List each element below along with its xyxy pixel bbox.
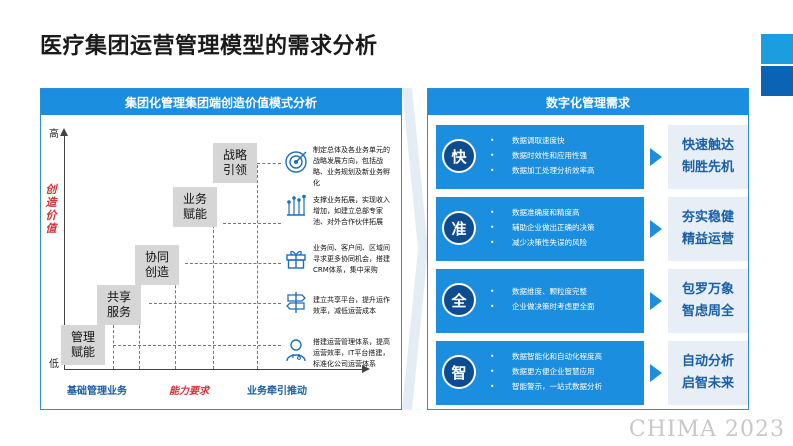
stair-label-line: 战略 — [222, 148, 247, 162]
value-model-header: 集团化管理集团端创造价值模式分析 — [41, 89, 401, 115]
demand-box: 准 数据准确度和精度高 辅助企业做出正确的决策 减少决策性失误的风险 — [436, 197, 644, 261]
demand-badge: 全 — [442, 283, 476, 317]
demand-box: 快 数据调取速度快 数据时效性和应用性强 数据加工处理分析效率高 — [436, 125, 644, 189]
dashed-guide — [149, 303, 281, 304]
bullet-item: 数据加工处理分析效率高 — [490, 163, 595, 178]
item-description: 建立共享平台，提升运作效率，减低运营成本 — [313, 296, 390, 315]
bullet-item: 减少决策性失误的风险 — [490, 235, 595, 250]
bullet-item: 数据更方便企业智慧应用 — [490, 364, 602, 379]
demand-box: 全 数据维度、颗粒度完整 企业做决策时考虑更全面 — [436, 269, 644, 333]
dashed-divider — [213, 205, 214, 369]
bullet-item: 数据维度、颗粒度完整 — [490, 284, 595, 299]
item-description: 搭建运营管理体系，提高运营效率，IT平台搭建，标准化公司运营体系 — [313, 338, 390, 368]
page-title: 医疗集团运营管理模型的需求分析 — [40, 34, 378, 59]
demand-bullets: 数据智能化和自动化程度高 数据更方便企业智慧应用 智能警示，一站式数据分析 — [490, 349, 602, 394]
result-line: 包罗万象 — [681, 282, 734, 297]
stair-strategic-leadership: 战略引领 — [213, 143, 257, 183]
y-axis-title: 创造价值 — [45, 183, 57, 235]
item-description: 业务间、客户间、区域间寻求更多协同机会，搭建CRM体系，集中采购 — [313, 244, 390, 274]
y-axis-low-label: 低 — [49, 359, 59, 370]
digital-demand-panel: 数字化管理需求 快 数据调取速度快 数据时效性和应用性强 数据加工处理分析效率高… — [427, 88, 749, 410]
gift-icon — [283, 245, 309, 271]
result-line: 精益运营 — [681, 232, 734, 247]
stair-label-line: 引领 — [222, 163, 247, 177]
signpost-icon — [283, 289, 309, 315]
demand-badge: 准 — [442, 211, 476, 245]
demand-bullets: 数据调取速度快 数据时效性和应用性强 数据加工处理分析效率高 — [490, 133, 595, 178]
bullet-item: 数据调取速度快 — [490, 133, 595, 148]
result-box: 包罗万象 智虑周全 — [668, 269, 748, 333]
stair-label-line: 管理 — [70, 330, 95, 344]
value-model-panel: 集团化管理集团端创造价值模式分析 高 低 创造价值 基础管理业务 能力要求 业务… — [40, 88, 402, 410]
stair-management-empowerment: 管理赋能 — [61, 325, 105, 365]
demand-bullets: 数据准确度和精度高 辅助企业做出正确的决策 减少决策性失误的风险 — [490, 205, 595, 250]
bullet-item: 智能警示，一站式数据分析 — [490, 379, 602, 394]
digital-demand-header: 数字化管理需求 — [428, 89, 748, 115]
stair-label-line: 共享 — [106, 290, 131, 304]
item-description: 制定总体及各业务单元的战略发展方向，包括战略、业务规划及新业务孵化 — [313, 146, 390, 187]
result-box: 自动分析 启智未来 — [668, 341, 748, 405]
stair-label-line: 业务 — [182, 192, 207, 206]
target-icon — [283, 149, 309, 175]
demand-row-accurate: 准 数据准确度和精度高 辅助企业做出正确的决策 减少决策性失误的风险 夯实稳健 … — [436, 197, 748, 261]
stair-business-empowerment: 业务赋能 — [173, 187, 217, 227]
result-line: 夯实稳健 — [681, 210, 734, 225]
demand-row-fast: 快 数据调取速度快 数据时效性和应用性强 数据加工处理分析效率高 快速触达 制胜… — [436, 125, 748, 189]
y-axis — [60, 128, 68, 369]
bullet-item: 辅助企业做出正确的决策 — [490, 220, 595, 235]
arrow-right-icon — [650, 364, 662, 382]
demand-badge: 智 — [442, 355, 476, 389]
x-axis — [64, 365, 370, 373]
doctor-icon — [283, 337, 309, 363]
arrow-right-icon — [650, 220, 662, 238]
result-line: 制胜先机 — [681, 160, 734, 175]
item-description: 支撑业务拓展，实现收入增加，如建立总部专家池、对外合作伙伴拓展 — [313, 196, 390, 226]
arrow-right-icon — [650, 148, 662, 166]
result-box: 快速触达 制胜先机 — [668, 125, 748, 189]
result-box: 夯实稳健 精益运营 — [668, 197, 748, 261]
stair-shared-service: 共享服务 — [97, 285, 141, 325]
bullet-item: 数据时效性和应用性强 — [490, 148, 595, 163]
result-line: 启智未来 — [681, 376, 734, 391]
demand-row-complete: 全 数据维度、颗粒度完整 企业做决策时考虑更全面 包罗万象 智虑周全 — [436, 269, 748, 333]
side-tab-dark — [761, 66, 793, 96]
dashed-guide — [223, 223, 281, 224]
dashed-divider — [257, 165, 258, 369]
stair-label-line: 赋能 — [182, 207, 207, 221]
result-line: 自动分析 — [681, 354, 734, 369]
side-tab-light — [761, 34, 793, 64]
dashed-guide — [113, 345, 281, 346]
result-line: 快速触达 — [681, 138, 734, 153]
dashed-divider — [139, 285, 140, 369]
x-label-basic: 基础管理业务 — [67, 386, 127, 397]
x-label-business-driven: 业务牵引推动 — [247, 386, 307, 397]
stair-label-line: 服务 — [106, 305, 131, 319]
dashed-divider — [113, 325, 114, 369]
watermark: CHIMA 2023 — [628, 417, 785, 442]
demand-box: 智 数据智能化和自动化程度高 数据更方便企业智慧应用 智能警示，一站式数据分析 — [436, 341, 644, 405]
stair-label-line: 协同 — [144, 250, 169, 264]
stair-label-line: 赋能 — [70, 345, 95, 359]
chevron-right-icon — [398, 88, 432, 410]
demand-bullets: 数据维度、颗粒度完整 企业做决策时考虑更全面 — [490, 284, 595, 314]
dashed-guide — [257, 163, 281, 164]
dashed-divider — [175, 245, 176, 369]
bullet-item: 企业做决策时考虑更全面 — [490, 299, 595, 314]
demand-badge: 快 — [442, 139, 476, 173]
y-axis-high-label: 高 — [49, 129, 59, 140]
dashed-guide — [185, 263, 281, 264]
result-line: 智虑周全 — [681, 304, 734, 319]
demand-row-smart: 智 数据智能化和自动化程度高 数据更方便企业智慧应用 智能警示，一站式数据分析 … — [436, 341, 748, 405]
stair-label-line: 创造 — [144, 265, 169, 279]
x-label-capability: 能力要求 — [169, 386, 209, 397]
network-icon — [283, 193, 309, 219]
stair-collaborative-creation: 协同创造 — [135, 245, 179, 285]
arrow-right-icon — [650, 292, 662, 310]
bullet-item: 数据智能化和自动化程度高 — [490, 349, 602, 364]
bullet-item: 数据准确度和精度高 — [490, 205, 595, 220]
